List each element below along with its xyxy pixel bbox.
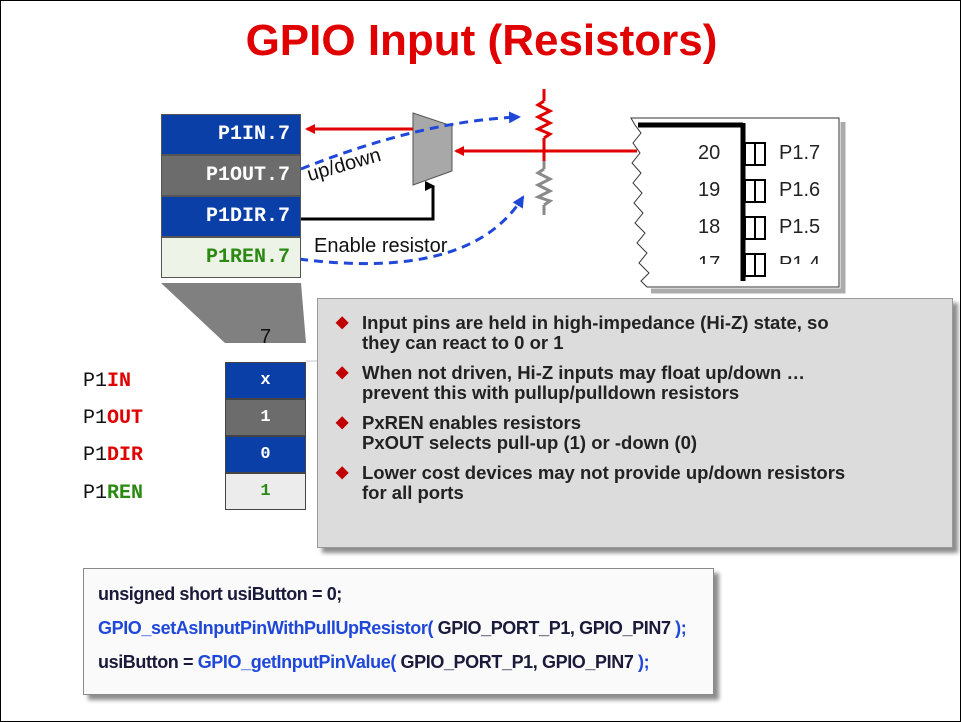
table-row-label: P1IN (83, 370, 131, 393)
register-suffix: DIR (107, 444, 144, 467)
register-suffix: IN (107, 370, 132, 393)
slide-title: GPIO Input (Resistors) (245, 16, 718, 65)
bit-column-header: 7 (259, 326, 272, 348)
table-cell-p1ren: 1 (225, 473, 306, 510)
register-prefix: P1 (83, 370, 108, 393)
register-prefix: P1 (83, 444, 108, 467)
register-prefix: P1 (83, 407, 108, 430)
register-p1dir7: P1DIR.7 (161, 196, 301, 237)
enable-resistor-label: Enable resistor (314, 235, 448, 257)
function-close: ); (675, 618, 687, 638)
register-p1out7: P1OUT.7 (161, 155, 301, 196)
code-snippet-box: unsigned short usiButton = 0; GPIO_setAs… (83, 568, 714, 695)
table-cell-p1out: 1 (225, 399, 306, 436)
diamond-bullet-icon: ◆ (336, 364, 349, 381)
assignment: usiButton = (98, 652, 198, 672)
bullet-item: ◆ Lower cost devices may not provide up/d… (336, 462, 936, 503)
function-args: GPIO_PORT_P1, GPIO_PIN7 (433, 618, 676, 638)
bullet-line: PxREN enables resistors (362, 412, 582, 433)
table-cell-p1dir: 0 (225, 436, 306, 473)
function-args: GPIO_PORT_P1, GPIO_PIN7 (395, 652, 639, 672)
table-cell-p1in: x (225, 362, 306, 399)
register-prefix: P1 (83, 482, 108, 505)
diamond-bullet-icon: ◆ (336, 414, 349, 431)
wire-dir (301, 181, 435, 221)
register-suffix: OUT (107, 407, 144, 430)
register-p1ren7: P1REN.7 (161, 237, 301, 278)
pin-name: P1.7 (779, 142, 821, 164)
zoom-funnel (161, 283, 306, 343)
bullet-list-box: ◆ Input pins are held in high-impedance (… (317, 298, 953, 548)
pin-number: 17 (698, 253, 720, 264)
mux-graphic (412, 112, 453, 186)
arrow-enable (298, 195, 525, 265)
code-line-1: unsigned short usiButton = 0; (98, 584, 342, 604)
resistor-network (534, 89, 554, 215)
table-row-label: P1DIR (83, 444, 143, 467)
bullet-line: for all ports (362, 482, 464, 503)
pin-name: P1.5 (779, 216, 821, 238)
chip-graphic (630, 117, 846, 294)
pin-number: 20 (698, 142, 721, 164)
pin-number: 19 (698, 179, 721, 201)
bullet-item: ◆ Input pins are held in high-impedance (… (336, 312, 936, 353)
code-line-2: GPIO_setAsInputPinWithPullUpResistor( GP… (98, 611, 713, 645)
function-name: GPIO_getInputPinValue( (197, 652, 397, 672)
arrow-updown (300, 111, 521, 171)
pin-number: 18 (698, 216, 721, 238)
register-suffix: REN (107, 482, 144, 505)
diamond-bullet-icon: ◆ (336, 464, 349, 481)
bullet-line: PxOUT selects pull-up (1) or -down (0) (362, 432, 698, 453)
function-name: GPIO_setAsInputPinWithPullUpResistor( (98, 618, 434, 638)
pin-name: P1.6 (779, 179, 821, 201)
function-close: ); (638, 652, 650, 672)
table-row-label: P1REN (83, 482, 143, 505)
diamond-bullet-icon: ◆ (336, 314, 349, 331)
bullet-line: Lower cost devices may not provide up/do… (362, 462, 846, 483)
code-line-3: usiButton = GPIO_getInputPinValue( GPIO_… (98, 645, 713, 679)
bullet-line: they can react to 0 or 1 (362, 332, 564, 353)
bullet-item: ◆ When not driven, Hi-Z inputs may float … (336, 362, 936, 403)
bullet-line: prevent this with pullup/pulldown resist… (362, 382, 740, 403)
pin-name: P1.4 (779, 253, 820, 264)
bullet-line: Input pins are held in high-impedance (H… (362, 312, 829, 333)
table-row-label: P1OUT (83, 407, 143, 430)
bullet-line: When not driven, Hi-Z inputs may float u… (362, 362, 805, 383)
register-p1in7: P1IN.7 (161, 114, 301, 155)
